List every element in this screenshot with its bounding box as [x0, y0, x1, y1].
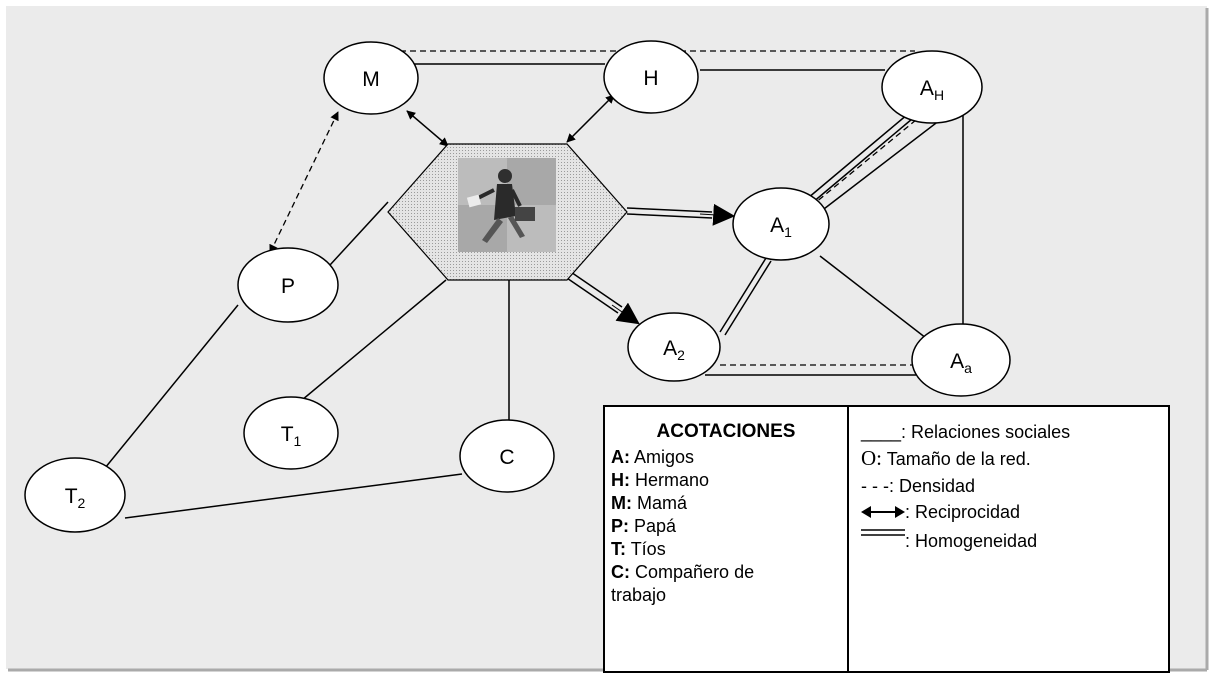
- double-arrow-icon: [861, 501, 905, 523]
- node-ah-shape: [881, 50, 983, 124]
- density-arrow-m-p: [269, 111, 339, 254]
- node-t2-shape: [24, 457, 126, 533]
- legend-item-c: C: Compañero de: [611, 562, 755, 582]
- edge-p-t2: [104, 304, 239, 469]
- node-p-shape: [237, 247, 339, 323]
- edge-hex-t1: [301, 279, 447, 401]
- legend-density: - - -: Densidad: [861, 476, 976, 496]
- reciprocity-h-center: [566, 94, 615, 143]
- homogeneity-arrow-a2: [611, 302, 640, 325]
- homogeneity-a1-a2-1: [719, 257, 767, 333]
- reciprocity-arrows: [406, 94, 615, 147]
- node-t1-shape: [243, 396, 339, 470]
- density-ah-a1: [814, 119, 917, 204]
- legend-item-h: H: Hermano: [611, 470, 710, 490]
- legend-item-p: P: Papá: [611, 516, 677, 536]
- legend-box: ACOTACIONES A: Amigos H: Hermano M: Mamá…: [603, 405, 1170, 673]
- node-shapes: [24, 40, 1011, 533]
- homogeneity-ah-a1-2: [811, 118, 913, 204]
- node-a2-label: A2: [663, 337, 685, 363]
- person-walking-image: [458, 158, 556, 252]
- node-m-label: M: [362, 68, 380, 91]
- node-h-shape: [603, 40, 699, 114]
- legend-symbols: ____: Relaciones sociales O: Tamaño de l…: [851, 407, 1169, 671]
- homogeneity-center-a1-1: [626, 207, 713, 213]
- homogeneity-lines: [560, 113, 913, 336]
- node-c-label: C: [499, 446, 514, 469]
- node-t2-label: T2: [65, 485, 86, 511]
- legend-divider: [847, 407, 849, 671]
- legend-network-size: O: Tamaño de la red.: [861, 446, 1031, 470]
- node-m-shape: [323, 41, 419, 115]
- node-aa-label: Aa: [950, 350, 972, 376]
- node-h-label: H: [643, 67, 658, 90]
- legend-item-m: M: Mamá: [611, 493, 688, 513]
- node-c-shape: [459, 419, 555, 493]
- homogeneity-arrow-a1: [699, 203, 736, 226]
- edge-t2-c: [124, 473, 463, 519]
- legend-title: ACOTACIONES: [656, 421, 796, 442]
- legend-item-c-cont: trabajo: [611, 585, 667, 605]
- node-a1-label: A1: [770, 214, 792, 240]
- node-a2-shape: [627, 312, 721, 382]
- legend-reciprocity: : Reciprocidad: [861, 501, 1020, 523]
- node-p-label: P: [281, 275, 295, 298]
- node-ah-label: AH: [920, 77, 944, 103]
- homogeneity-a1-a2-2: [724, 260, 772, 336]
- double-line-icon: [861, 527, 905, 552]
- edge-ah-a1: [819, 106, 958, 213]
- homogeneity-ah-a1-1: [807, 113, 909, 199]
- node-t1-label: T1: [281, 423, 302, 449]
- node-a1-shape: [732, 187, 830, 261]
- legend-abbreviations: ACOTACIONES A: Amigos H: Hermano M: Mamá…: [605, 413, 847, 607]
- homogeneity-center-a1-2: [626, 213, 713, 219]
- edge-a1-aa: [819, 255, 936, 346]
- density-lines: [269, 50, 918, 366]
- legend-item-t: T: Tíos: [611, 539, 666, 559]
- homogeneity-center-a2-1: [564, 267, 623, 308]
- homogeneity-center-a2-2: [560, 273, 619, 314]
- legend-item-a: A: Amigos: [611, 447, 695, 467]
- social-relations: [104, 63, 964, 519]
- node-aa-shape: [911, 323, 1011, 397]
- legend-social-relations: ____: Relaciones sociales: [861, 422, 1071, 442]
- legend-homogeneity: : Homogeneidad: [861, 527, 1037, 552]
- edge-hex-p: [329, 201, 389, 266]
- node-labels: M H AH A1 A2 Aa P T1 T2 C: [65, 67, 972, 511]
- reciprocity-m-center: [406, 110, 449, 147]
